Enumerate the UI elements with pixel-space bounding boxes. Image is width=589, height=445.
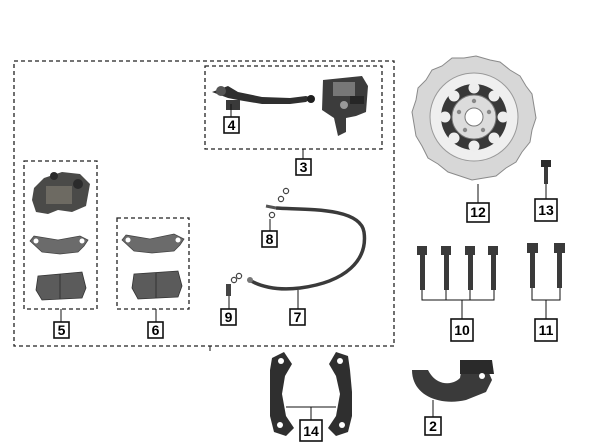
- svg-text:11: 11: [539, 322, 554, 338]
- master-cylinder-part: [322, 76, 368, 136]
- bracket-pair-part: [270, 352, 352, 436]
- callout-part-11: 11: [534, 318, 558, 342]
- banjo-washer-parts: [226, 187, 290, 296]
- brake-pad-backplate-left: [29, 235, 89, 255]
- callout-part-13: 13: [534, 198, 558, 222]
- svg-text:6: 6: [152, 322, 160, 338]
- callout-part-9: 9: [220, 308, 237, 326]
- brake-pad-friction-left: [35, 271, 87, 301]
- svg-text:10: 10: [454, 322, 470, 338]
- brake-pad-friction-right: [131, 270, 183, 300]
- pad-group-outline: [116, 217, 190, 310]
- svg-text:12: 12: [470, 204, 486, 220]
- svg-text:5: 5: [58, 322, 66, 338]
- callout-part-14: 14: [299, 419, 323, 442]
- svg-text:9: 9: [225, 309, 233, 325]
- callout-part-10: 10: [450, 318, 474, 342]
- brake-hose-part: [246, 204, 367, 291]
- bolt-set-part-10: [417, 246, 498, 290]
- svg-text:14: 14: [303, 423, 319, 439]
- callout-part-3: 3: [295, 158, 312, 176]
- brake-pad-backplate-right: [121, 233, 185, 254]
- svg-text:7: 7: [294, 309, 302, 325]
- callout-part-6: 6: [147, 321, 164, 339]
- brake-caliper-part: [32, 172, 90, 214]
- brake-lever-part: [212, 86, 315, 110]
- disc-bolt-part: [541, 160, 551, 184]
- callout-part-2: 2: [424, 416, 442, 436]
- callout-part-4: 4: [223, 116, 240, 134]
- callout-part-8: 8: [261, 230, 278, 248]
- caliper-group-outline: [23, 160, 98, 310]
- svg-text:3: 3: [300, 159, 308, 175]
- bolt-set-part-11: [527, 243, 565, 288]
- svg-text:4: 4: [228, 117, 236, 133]
- svg-text:13: 13: [538, 202, 554, 218]
- brake-disc-part: [411, 55, 537, 181]
- clamp-bracket-part: [412, 360, 494, 402]
- callout-part-7: 7: [289, 308, 306, 326]
- svg-text:8: 8: [266, 231, 274, 247]
- brake-assembly-group-outline: [13, 60, 395, 347]
- svg-text:2: 2: [429, 418, 437, 434]
- master-cylinder-group-outline: [204, 65, 383, 150]
- leader-lines: [60, 104, 561, 420]
- callout-part-5: 5: [53, 321, 70, 339]
- callout-part-12: 12: [466, 202, 490, 223]
